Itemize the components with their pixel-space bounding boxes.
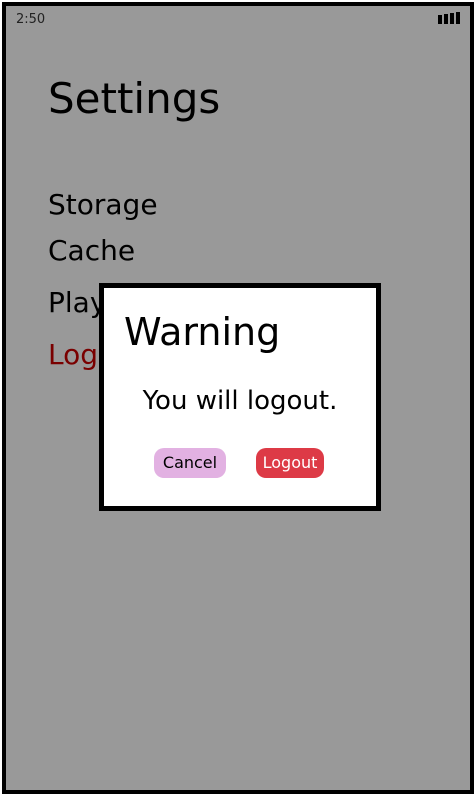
settings-item-logout[interactable]: Log [48, 338, 99, 371]
settings-item-cache[interactable]: Cache [48, 234, 136, 267]
settings-item-storage[interactable]: Storage [48, 188, 158, 221]
dialog-title: Warning [124, 310, 281, 354]
cancel-button[interactable]: Cancel [154, 448, 226, 478]
page-title: Settings [48, 74, 221, 123]
warning-dialog: Warning You will logout. Cancel Logout [99, 283, 381, 511]
settings-item-play[interactable]: Play [48, 286, 107, 319]
logout-button[interactable]: Logout [256, 448, 324, 478]
status-time: 2:50 [16, 12, 46, 27]
dialog-message: You will logout. [142, 386, 338, 416]
signal-bars-icon [438, 12, 460, 24]
